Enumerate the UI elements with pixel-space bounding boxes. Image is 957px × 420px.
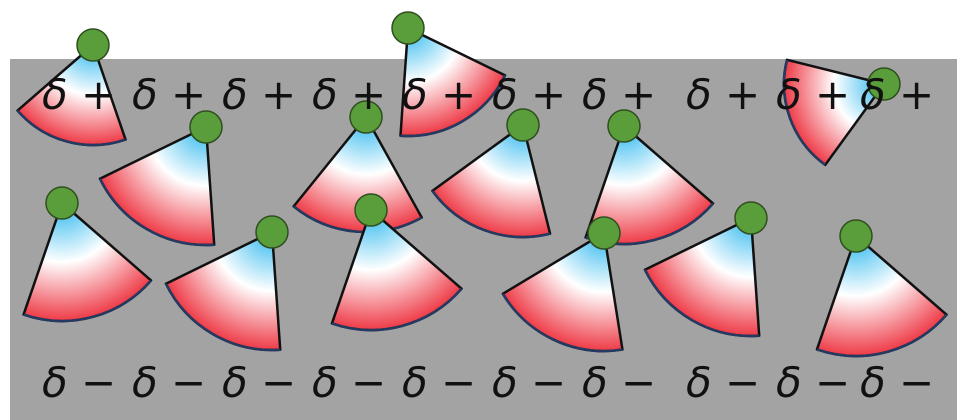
dipole-knob <box>607 109 641 143</box>
positive-charge-label: δ + <box>222 70 296 119</box>
dipole-knob <box>391 11 425 45</box>
negative-charge-label: δ − <box>402 358 476 407</box>
dipole-sector-arc <box>98 178 215 247</box>
dipole-molecule <box>431 108 552 239</box>
dipole-sector-arc <box>816 313 948 358</box>
dipole-knob <box>189 110 223 144</box>
dipole-molecule <box>292 100 424 234</box>
dipole-molecule <box>164 215 289 352</box>
dipole-sector-arc <box>23 279 152 323</box>
dipole-sector-arc <box>501 293 623 353</box>
negative-charge-label: δ − <box>312 358 386 407</box>
dipole-sector-arc <box>16 109 126 147</box>
dipole-molecule <box>391 11 507 138</box>
dipole-sector-arc <box>400 74 507 138</box>
dipole-knob <box>45 186 79 220</box>
negative-charge-label: δ − <box>222 358 296 407</box>
dipole-knob <box>255 215 289 249</box>
negative-charge-label: δ − <box>776 358 850 407</box>
dipole-sector-arc <box>782 59 826 166</box>
dipole-molecule <box>16 28 127 147</box>
negative-charge-label: δ − <box>582 358 656 407</box>
dipole-knob <box>734 201 768 235</box>
dipole-knob <box>839 219 873 253</box>
positive-charge-label: δ + <box>402 70 476 119</box>
positive-charge-label: δ + <box>132 70 206 119</box>
dipole-molecule <box>22 186 153 323</box>
dipole-knob <box>349 100 383 134</box>
front-molecules <box>22 108 948 358</box>
dipole-sector-arc <box>292 205 423 234</box>
dipole-molecule <box>501 216 624 353</box>
dipole-sector-arc <box>431 190 551 239</box>
dipole-knob <box>506 108 540 142</box>
dipole-sector-arc <box>643 269 760 338</box>
dipole-knob <box>354 193 388 227</box>
dipole-sector-arc <box>331 287 463 332</box>
positive-charge-label: δ + <box>582 70 656 119</box>
dipole-molecule <box>643 201 768 338</box>
positive-charge-row: δ + δ + δ + δ + δ + δ + δ + δ + δ + δ + <box>42 70 934 119</box>
dipole-molecule <box>330 193 463 332</box>
negative-charge-label: δ − <box>492 358 566 407</box>
dipole-molecule <box>815 219 948 358</box>
negative-charge-label: δ − <box>860 358 934 407</box>
dipole-knob <box>587 216 621 250</box>
dipole-knob <box>76 28 110 62</box>
dipole-molecule <box>98 110 223 247</box>
positive-charge-label: δ + <box>312 70 386 119</box>
positive-charge-label: δ + <box>686 70 760 119</box>
dipole-knob <box>867 67 901 101</box>
negative-charge-label: δ − <box>42 358 116 407</box>
positive-charge-label: δ + <box>776 70 850 119</box>
dipole-molecule <box>782 58 901 167</box>
positive-charge-label: δ + <box>42 70 116 119</box>
back-molecules <box>16 11 901 247</box>
negative-charge-label: δ − <box>686 358 760 407</box>
negative-charge-row: δ − δ − δ − δ − δ − δ − δ − δ − δ − δ − <box>42 358 934 407</box>
positive-charge-label: δ + <box>860 70 934 119</box>
negative-charge-label: δ − <box>132 358 206 407</box>
dipole-sector-arc <box>164 283 281 352</box>
